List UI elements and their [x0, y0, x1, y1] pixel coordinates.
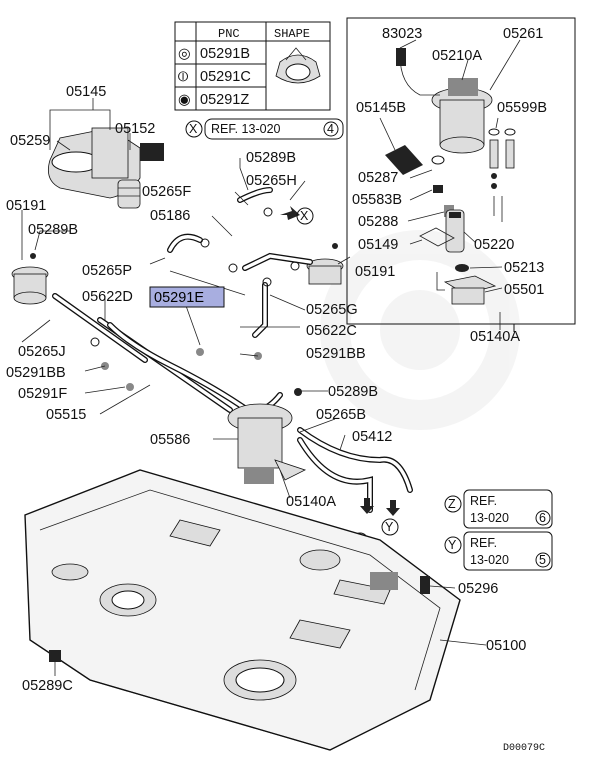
label-05186[interactable]: 05186	[150, 208, 190, 224]
label-05265H[interactable]: 05265H	[246, 173, 297, 189]
canister-assembly	[47, 127, 164, 209]
shape-header: SHAPE	[274, 27, 310, 41]
label-05152[interactable]: 05152	[115, 121, 155, 137]
label-05583B[interactable]: 05583B	[352, 192, 402, 208]
label-05515[interactable]: 05515	[46, 407, 86, 423]
label-05265P[interactable]: 05265P	[82, 263, 132, 279]
label-05191-left[interactable]: 05191	[6, 198, 46, 214]
label-05145[interactable]: 05145	[66, 84, 106, 100]
label-05622C[interactable]: 05622C	[306, 323, 357, 339]
label-83023[interactable]: 83023	[382, 26, 422, 42]
label-05291F[interactable]: 05291F	[18, 386, 67, 402]
hose-clip-shape-icon	[275, 47, 321, 84]
label-05599B[interactable]: 05599B	[497, 100, 547, 116]
ref-z-number: 6	[539, 511, 546, 525]
pnc-shape-table: PNC SHAPE ◎ 05291B ⦶ 05291C ◉ 05291Z	[174, 21, 331, 111]
pnc-05291C: 05291C	[200, 69, 251, 85]
label-05259[interactable]: 05259	[10, 133, 50, 149]
diagram-code: D00079C	[503, 743, 545, 754]
ref-x-text: REF. 13-020	[211, 122, 281, 136]
filler-cap-left	[11, 266, 49, 305]
label-05501[interactable]: 05501	[504, 282, 544, 298]
label-05622D[interactable]: 05622D	[82, 289, 133, 305]
label-05265G[interactable]: 05265G	[306, 302, 358, 318]
label-05296[interactable]: 05296	[458, 581, 498, 597]
fitting-05296	[420, 576, 430, 594]
fuel-tank	[24, 469, 461, 751]
label-05289B-left[interactable]: 05289B	[28, 222, 78, 238]
label-05100[interactable]: 05100	[486, 638, 526, 654]
label-05289B-top[interactable]: 05289B	[246, 150, 296, 166]
arrow-to-y: Y	[381, 500, 400, 536]
fuel-lines	[52, 187, 413, 513]
drain-plug-05289C	[49, 650, 61, 662]
label-05210A[interactable]: 05210A	[432, 48, 482, 64]
symbol-slotted-circle-icon: ⦶	[178, 69, 189, 85]
arrow-to-x: X	[280, 206, 314, 225]
label-05140A-inset[interactable]: 05140A	[470, 329, 520, 345]
label-05291BB-left[interactable]: 05291BB	[6, 365, 66, 381]
ref-y-number: 5	[539, 553, 546, 567]
ref-z-line2: 13-020	[470, 511, 509, 525]
symbol-filled-circle-icon: ◉	[178, 92, 191, 108]
pnc-05291Z: 05291Z	[200, 92, 249, 108]
label-05289B-mid[interactable]: 05289B	[328, 384, 378, 400]
ref-y-callout: Y REF. 13-020 5	[444, 531, 553, 571]
label-05287[interactable]: 05287	[358, 170, 398, 186]
ref-y-line2: 13-020	[470, 553, 509, 567]
label-05288[interactable]: 05288	[358, 214, 398, 230]
ref-x-callout: X REF. 13-020 4	[185, 118, 344, 140]
ref-x-marker: X	[189, 122, 198, 136]
label-05291E-selected[interactable]: 05291E	[154, 290, 204, 306]
label-05291BB-right[interactable]: 05291BB	[306, 346, 366, 362]
fuel-pump-module	[227, 403, 307, 484]
label-05145B[interactable]: 05145B	[356, 100, 406, 116]
label-05265J[interactable]: 05265J	[18, 344, 66, 360]
label-05149[interactable]: 05149	[358, 237, 398, 253]
label-05412[interactable]: 05412	[352, 429, 392, 445]
fuel-pump-inset	[346, 17, 576, 332]
symbol-double-circle-icon: ◎	[178, 46, 191, 62]
label-05586[interactable]: 05586	[150, 432, 190, 448]
pnc-05291B: 05291B	[200, 46, 250, 62]
pnc-header: PNC	[218, 27, 240, 41]
filler-cap-right	[306, 258, 344, 285]
label-05140A-main[interactable]: 05140A	[286, 494, 336, 510]
label-05261[interactable]: 05261	[503, 26, 543, 42]
selected-part-highlight	[149, 286, 225, 308]
label-05289C[interactable]: 05289C	[22, 678, 73, 694]
ref-x-number: 4	[327, 122, 334, 136]
label-05265F[interactable]: 05265F	[142, 184, 191, 200]
label-05213[interactable]: 05213	[504, 260, 544, 276]
label-05265B[interactable]: 05265B	[316, 407, 366, 423]
arrow-y-marker: Y	[385, 520, 394, 534]
ref-y-line1: REF.	[470, 536, 497, 550]
leader-lines	[21, 39, 521, 676]
ref-z-callout: Z REF. 13-020 6	[444, 489, 553, 529]
label-05220[interactable]: 05220	[474, 237, 514, 253]
part-labels: 05145 05259 05152 05191 05289B 05265F 05…	[6, 26, 547, 694]
label-05191-right[interactable]: 05191	[355, 264, 395, 280]
ref-y-marker: Y	[448, 538, 457, 552]
arrow-x-marker: X	[300, 209, 309, 223]
ref-z-marker: Z	[448, 497, 456, 511]
ref-z-line1: REF.	[470, 494, 497, 508]
